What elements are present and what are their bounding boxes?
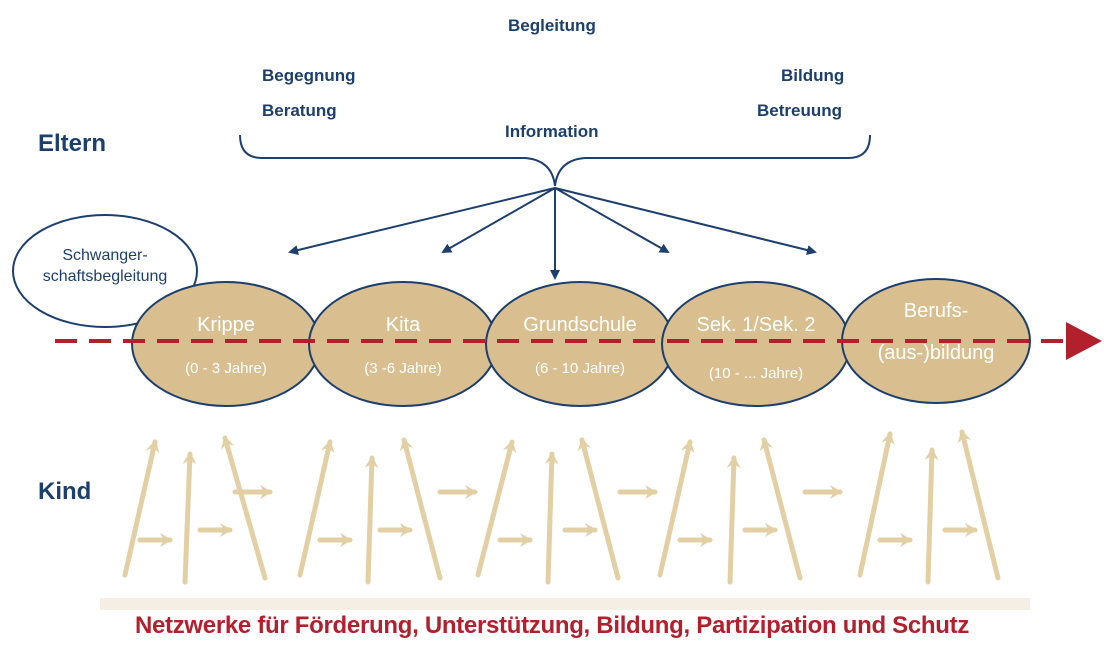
- child-arrow-clusters: [122, 429, 1001, 585]
- stage-oval-kita: [308, 281, 498, 407]
- parents-label: Eltern: [38, 130, 107, 157]
- arrow-to-sek: [554, 187, 670, 253]
- child-cluster-5: [857, 429, 1001, 585]
- pregnancy-oval: [12, 214, 198, 328]
- stage-name-krippe: Krippe: [197, 314, 255, 336]
- child-connectors: [137, 485, 978, 547]
- child-cluster-3: [475, 437, 621, 585]
- parents-right-term-1: Bildung: [781, 66, 845, 85]
- arrow-to-krippe: [288, 187, 556, 255]
- stage-oval-sek: [661, 281, 851, 407]
- parents-right-term-2: Betreuung: [757, 101, 842, 120]
- footer-band: [100, 598, 1030, 610]
- information-arrows: [288, 187, 817, 280]
- parents-top-term: Begleitung: [508, 16, 596, 35]
- parents-left-term-2: Beratung: [262, 101, 337, 120]
- child-cluster-1: [122, 435, 268, 585]
- child-cluster-2: [297, 437, 443, 585]
- timeline-arrowhead: [1066, 322, 1102, 360]
- footer-networks: Netzwerke für Förderung, Unterstützung, …: [134, 612, 970, 639]
- child-cluster-4: [657, 437, 803, 585]
- parents-center-term: Information: [505, 122, 599, 141]
- pregnancy-line-2: schaftsbegleitung: [42, 268, 168, 285]
- stage-range-kita: (3 -6 Jahre): [364, 360, 442, 377]
- arrow-to-kita: [441, 187, 556, 253]
- stage-oval-beruf: [841, 278, 1031, 404]
- pregnancy-line-1: Schwanger-: [62, 247, 148, 264]
- stage-name-grundschule: Grundschule: [523, 314, 637, 336]
- child-label: Kind: [38, 478, 92, 505]
- stage-oval-krippe: [131, 281, 321, 407]
- pregnancy-text: Schwanger- schaftsbegleitung: [13, 245, 197, 287]
- stage-range-sek: (10 - ... Jahre): [708, 365, 804, 382]
- stage-name-beruf: Berufs-: [903, 300, 969, 322]
- stage-range-krippe: (0 - 3 Jahre): [185, 360, 267, 377]
- stage-name-sek: Sek. 1/Sek. 2: [696, 314, 816, 336]
- stage-range-grundschule: (6 - 10 Jahre): [534, 360, 626, 377]
- stage-name-kita: Kita: [385, 314, 421, 336]
- stage-oval-grundschule: [485, 281, 675, 407]
- parents-brace: [239, 134, 871, 187]
- arrow-to-beruf: [554, 187, 817, 255]
- stage-range-beruf: (aus-)bildung: [877, 342, 995, 364]
- parents-left-term-1: Begegnung: [262, 66, 356, 85]
